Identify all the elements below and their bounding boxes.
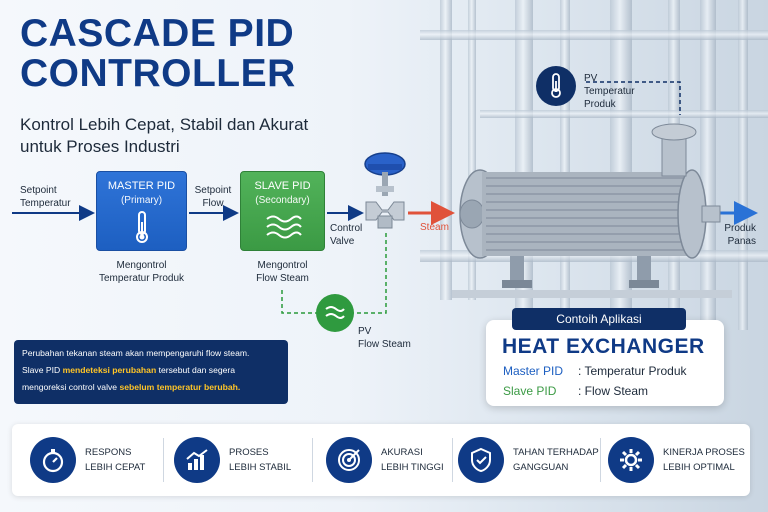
info-box: Perubahan tekanan steam akan mempengaruh…	[14, 340, 288, 404]
app-row-slave-value: : Flow Steam	[578, 384, 649, 398]
gear-icon	[608, 437, 654, 483]
title-line-2: CONTROLLER	[20, 52, 296, 95]
title-line-1: CASCADE PID	[20, 12, 295, 55]
stopwatch-icon	[30, 437, 76, 483]
info-line-3: mengoreksi control valve sebelum tempera…	[22, 382, 241, 392]
info-line-1: Perubahan tekanan steam akan mempengaruh…	[22, 348, 250, 358]
steam-label: Steam	[420, 222, 449, 233]
slave-pid-block: SLAVE PID (Secondary)	[240, 171, 325, 251]
control-valve-icon	[364, 152, 406, 229]
target-icon	[326, 437, 372, 483]
master-pid-sub: (Primary)	[120, 195, 163, 206]
flow-waves-icon	[265, 215, 302, 239]
pv-flow-sensor	[316, 294, 354, 332]
chart-up-icon	[174, 437, 220, 483]
application-title: HEAT EXCHANGER	[502, 335, 705, 358]
page-subtitle: Kontrol Lebih Cepat, Stabil dan Akurat u…	[20, 115, 309, 156]
master-pid-block: MASTER PID (Primary)	[96, 171, 187, 251]
info-highlight-1: mendeteksi perubahan	[62, 365, 157, 375]
divider	[600, 438, 601, 482]
slave-pid-title: SLAVE PID	[254, 180, 311, 192]
slave-pid-sub: (Secondary)	[255, 195, 310, 206]
application-card	[486, 320, 724, 406]
divider	[452, 438, 453, 482]
app-row-master-label: Master PID	[503, 364, 564, 378]
divider	[312, 438, 313, 482]
app-row-slave-label: Slave PID	[503, 384, 557, 398]
pv-temp-sensor	[536, 66, 576, 106]
info-highlight-2: sebelum temperatur berubah.	[119, 382, 241, 392]
thermometer-icon	[135, 211, 148, 243]
info-line-2: Slave PID mendeteksi perubahan tersebut …	[22, 365, 236, 375]
thermometer-icon	[551, 73, 561, 98]
page-title: CASCADE PID CONTROLLER	[20, 14, 296, 94]
app-row-master-value: : Temperatur Produk	[578, 364, 687, 378]
shield-icon	[458, 437, 504, 483]
application-tag: Contoih Aplikasi	[512, 308, 686, 330]
flow-sensor-icon	[325, 306, 345, 319]
divider	[163, 438, 164, 482]
heat-exchanger-illustration	[452, 123, 732, 298]
master-pid-title: MASTER PID	[107, 180, 176, 192]
